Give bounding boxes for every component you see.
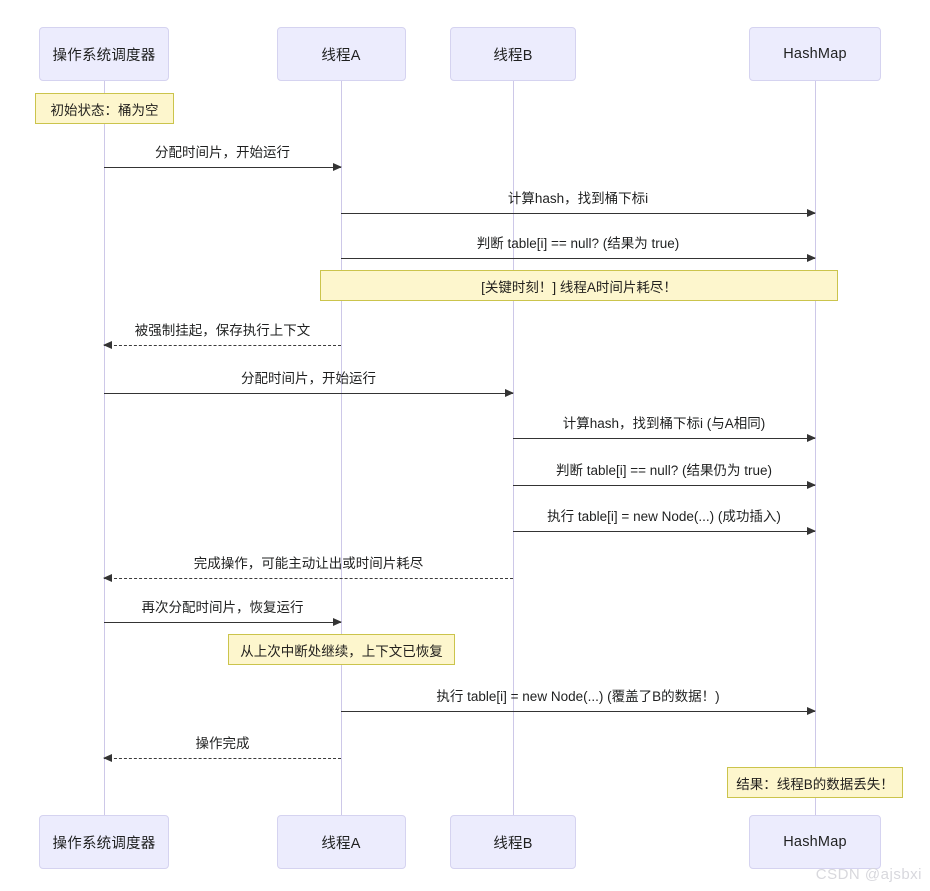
participant-threadA-bottom[interactable]: 线程A (276, 815, 406, 869)
note-resume: 从上次中断处继续，上下文已恢复 (228, 634, 455, 665)
message-line (513, 438, 815, 439)
lifeline-threadB (513, 80, 514, 816)
arrowhead-icon (807, 253, 816, 262)
participant-label: HashMap (783, 46, 847, 62)
message-line (104, 622, 341, 623)
message-line (341, 258, 815, 259)
message-line (104, 167, 341, 168)
message-label: 被强制挂起，保存执行上下文 (134, 323, 311, 338)
message-line (104, 578, 513, 579)
message-line (341, 711, 815, 712)
participant-label: 操作系统调度器 (52, 835, 156, 852)
arrowhead-icon (807, 208, 816, 217)
message-label: 完成操作，可能主动让出或时间片耗尽 (193, 556, 424, 571)
note-result: 结果：线程B的数据丢失！ (727, 767, 903, 798)
message-label: 分配时间片，开始运行 (155, 145, 290, 160)
participant-threadB-bottom[interactable]: 线程B (450, 815, 576, 869)
arrowhead-icon (333, 617, 342, 626)
note-critical: [关键时刻！] 线程A时间片耗尽！ (320, 270, 838, 301)
participant-label: 线程B (493, 47, 533, 64)
arrowhead-icon (103, 573, 112, 582)
arrowhead-icon (807, 706, 816, 715)
arrowhead-icon (807, 480, 816, 489)
message-line (104, 393, 513, 394)
message-label: 分配时间片，开始运行 (241, 371, 376, 386)
message-label: 再次分配时间片，恢复运行 (141, 600, 304, 615)
message-line (104, 758, 341, 759)
watermark: CSDN @ajsbxi (815, 866, 922, 883)
participant-scheduler-top[interactable]: 操作系统调度器 (39, 27, 169, 81)
arrowhead-icon (505, 388, 514, 397)
participant-threadB-top[interactable]: 线程B (450, 27, 576, 81)
message-label: 计算hash，找到桶下标i (507, 191, 649, 206)
lifeline-hashmap (815, 80, 816, 816)
note-label: [关键时刻！] 线程A时间片耗尽！ (481, 279, 677, 295)
participant-label: HashMap (783, 834, 847, 850)
participant-label: 线程B (493, 835, 533, 852)
arrowhead-icon (807, 526, 816, 535)
message-line (513, 485, 815, 486)
message-label: 操作完成 (195, 736, 250, 751)
arrowhead-icon (103, 753, 112, 762)
lifeline-threadA (341, 80, 342, 816)
message-label: 判断 table[i] == null? (结果仍为 true) (555, 463, 773, 478)
note-label: 结果：线程B的数据丢失！ (736, 776, 894, 792)
participant-hashmap-bottom[interactable]: HashMap (749, 815, 881, 869)
message-line (341, 213, 815, 214)
message-line (104, 345, 341, 346)
participant-threadA-top[interactable]: 线程A (276, 27, 406, 81)
message-label: 判断 table[i] == null? (结果为 true) (476, 236, 680, 251)
note-initial: 初始状态：桶为空 (35, 93, 174, 124)
participant-label: 线程A (321, 835, 361, 852)
message-label: 计算hash，找到桶下标i (与A相同) (562, 416, 766, 431)
message-line (513, 531, 815, 532)
note-label: 初始状态：桶为空 (50, 102, 159, 118)
participant-label: 线程A (321, 47, 361, 64)
message-label: 执行 table[i] = new Node(...) (覆盖了B的数据！) (436, 689, 720, 704)
arrowhead-icon (333, 162, 342, 171)
arrowhead-icon (103, 340, 112, 349)
message-label: 执行 table[i] = new Node(...) (成功插入) (547, 509, 781, 524)
note-label: 从上次中断处继续，上下文已恢复 (240, 643, 443, 659)
participant-scheduler-bottom[interactable]: 操作系统调度器 (39, 815, 169, 869)
participant-hashmap-top[interactable]: HashMap (749, 27, 881, 81)
participant-label: 操作系统调度器 (52, 47, 156, 64)
lifeline-scheduler (104, 80, 105, 816)
arrowhead-icon (807, 433, 816, 442)
